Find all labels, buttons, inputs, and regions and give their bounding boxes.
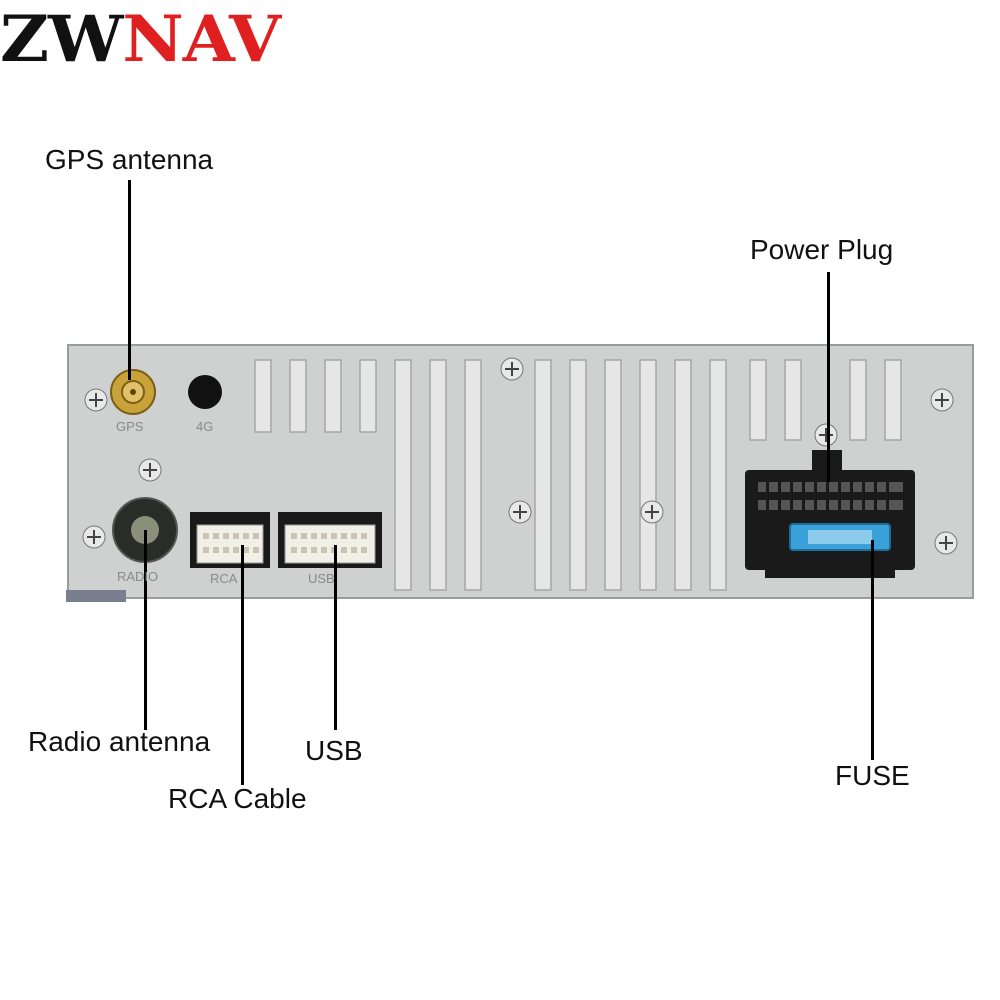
brand-logo-dark: ZW xyxy=(0,2,123,77)
power-plug-connector xyxy=(745,450,915,578)
chassis-edge xyxy=(66,590,126,602)
gps-antenna-label: GPS antenna xyxy=(45,144,214,175)
fuse-label: FUSE xyxy=(835,760,910,791)
rca-cable-label: RCA Cable xyxy=(168,783,307,814)
usb-connector xyxy=(278,512,382,568)
lte-port xyxy=(188,375,222,409)
power-callout-line xyxy=(827,272,830,482)
usb-port-marking: USB xyxy=(308,571,335,586)
brand-logo-red: NAV xyxy=(122,2,281,77)
screws xyxy=(82,357,958,555)
gps-port-marking: GPS xyxy=(116,419,144,434)
radio-antenna-label: Radio antenna xyxy=(28,726,211,757)
gps-callout-line xyxy=(128,180,131,380)
radio-port-marking: RADIO xyxy=(117,569,159,584)
radio-callout-line xyxy=(144,530,147,730)
usb-callout-line xyxy=(334,545,337,730)
fuse-callout-line xyxy=(871,540,874,760)
rca-callout-line xyxy=(241,545,244,785)
fuse xyxy=(789,523,891,551)
rca-connector xyxy=(190,512,270,568)
heat-sink-fins xyxy=(254,359,902,591)
rca-port-marking: RCA xyxy=(210,571,238,586)
power-plug-label: Power Plug xyxy=(750,234,894,265)
brand-logo: ZWNAV xyxy=(0,8,281,72)
gps-connector xyxy=(110,369,156,415)
lte-port-marking: 4G xyxy=(196,419,214,434)
usb-label: USB xyxy=(305,735,363,766)
